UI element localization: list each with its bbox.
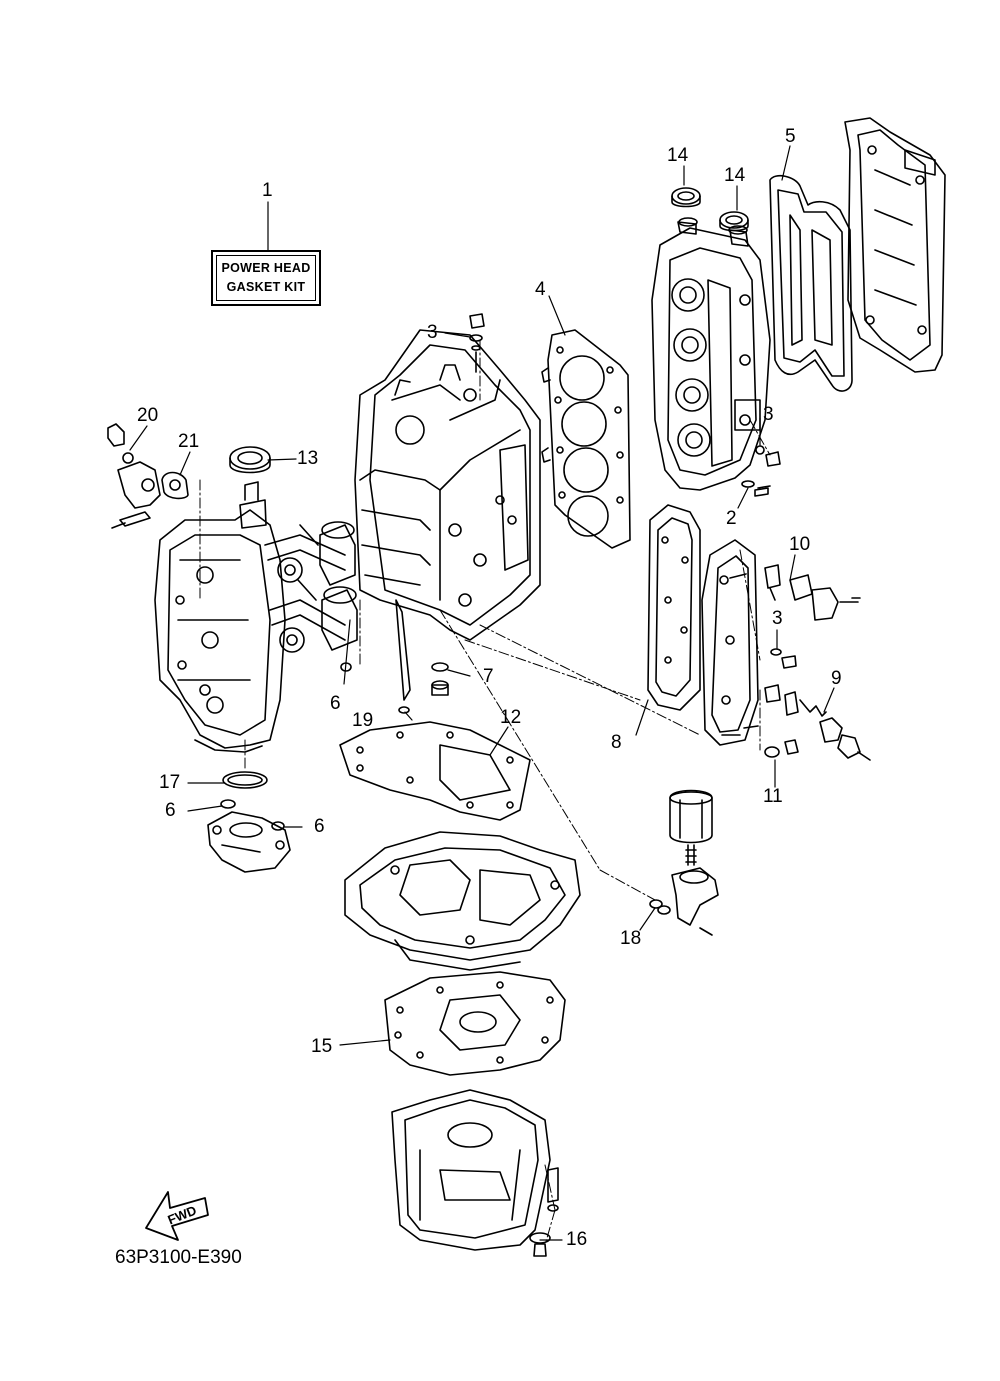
callout-16: 16 (566, 1229, 588, 1250)
plug-part-7 (431, 662, 449, 696)
callout-14-right: 14 (724, 165, 746, 186)
tube-part-19 (395, 599, 411, 714)
o-ring-part-6-mid (340, 662, 352, 672)
exhaust-gasket-part-8 (647, 504, 701, 711)
callout-6-left: 6 (165, 800, 176, 821)
callout-1: 1 (262, 180, 273, 201)
callout-12: 12 (500, 707, 522, 728)
valve-spring-assembly (764, 684, 871, 761)
callout-4: 4 (535, 279, 546, 300)
leader-lines (129, 145, 835, 1241)
callout-21: 21 (178, 431, 200, 452)
assembly-centerlines (199, 339, 771, 1246)
kit-label-line-1: POWER HEAD (221, 261, 311, 275)
oil-filter (669, 789, 713, 844)
fwd-arrow: FWD (145, 1191, 209, 1241)
callout-20: 20 (137, 405, 159, 426)
drain-bolt-part-16 (529, 1167, 559, 1257)
misc-bolts (729, 485, 861, 729)
crank-oil-seal-part-13 (229, 446, 271, 474)
housing-gasket-part-21 (161, 471, 189, 500)
washer-part-3-mid (770, 648, 797, 669)
callout-3-top: 3 (427, 322, 438, 343)
callout-2: 2 (726, 508, 737, 529)
valve-part-10 (764, 564, 859, 621)
cylinder-head (651, 217, 771, 491)
washer-part-2 (741, 480, 769, 497)
callout-17: 17 (159, 772, 181, 793)
gasket-kit-label-inner: POWER HEAD GASKET KIT (216, 255, 316, 301)
o-ring-part-6-right (271, 821, 285, 831)
exhaust-cover (701, 539, 759, 746)
gasket-kit-label: POWER HEAD GASKET KIT (211, 250, 321, 306)
callout-18: 18 (620, 928, 642, 949)
callout-3-right: 3 (763, 404, 774, 425)
callout-13: 13 (297, 448, 319, 469)
thermostat-housing (111, 461, 161, 529)
callout-8: 8 (611, 732, 622, 753)
filter-bracket (671, 867, 719, 936)
callout-6-mid: 6 (330, 693, 341, 714)
oil-seal-part-14b (719, 211, 749, 232)
exhaust-guide (344, 831, 581, 971)
o-ring-part-6-left (220, 799, 236, 809)
callout-11: 11 (763, 786, 783, 807)
oil-pan (391, 1089, 551, 1251)
diagram-code: 63P3100-E390 (115, 1247, 242, 1268)
o-ring-part-17 (222, 771, 268, 789)
callout-7: 7 (483, 666, 494, 687)
kit-label-line-2: GASKET KIT (226, 280, 306, 294)
upper-gasket-part-12 (339, 721, 531, 821)
oil-pump (207, 811, 291, 873)
thermostat-cap-part-20 (107, 423, 134, 464)
cover-gasket-part-5 (769, 174, 853, 392)
callout-5: 5 (785, 126, 796, 147)
o-ring-part-18 (649, 899, 671, 915)
callout-9: 9 (831, 668, 842, 689)
callout-14-left: 14 (667, 145, 689, 166)
filter-stud (685, 844, 697, 866)
oil-seal-part-14 (671, 187, 701, 208)
callout-19: 19 (352, 710, 374, 731)
lower-gasket-part-15 (384, 971, 566, 1076)
callout-6-right: 6 (314, 816, 325, 837)
cylinder-block (354, 329, 541, 641)
head-cover (844, 117, 946, 373)
head-gasket-part-4 (541, 329, 631, 549)
crankcase (154, 481, 286, 753)
crankshaft-pistons (264, 521, 358, 653)
callout-15: 15 (311, 1036, 333, 1057)
bolt-washer-part-3-right (755, 445, 781, 467)
seal-part-11 (764, 739, 799, 758)
callout-10: 10 (789, 534, 811, 555)
callout-3-mid: 3 (772, 608, 783, 629)
